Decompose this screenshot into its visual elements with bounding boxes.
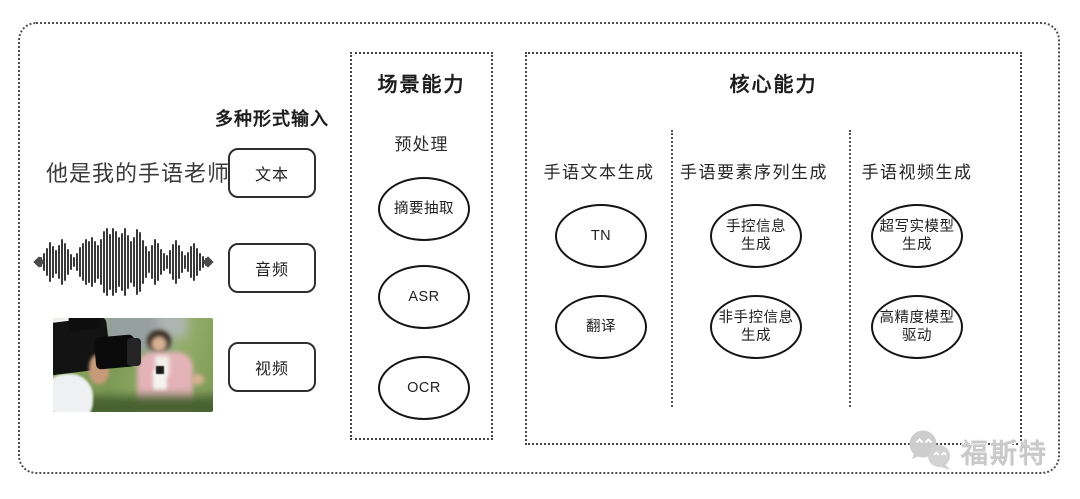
node-hyperrealistic-model-generation: 超写实模型 生成 [871,204,963,268]
wechat-logo-icon [909,430,950,470]
node-label: OCR [407,379,441,396]
input-type-audio-box: 音频 [228,243,316,293]
preprocess-label: 预处理 [394,135,449,154]
node-label-line1: 高精度模型 [879,309,955,326]
photo-reporter-hand [191,374,204,385]
node-label: TN [590,227,612,244]
audio-waveform-graphic [33,227,214,297]
node-label-line1: 超写实模型 [879,218,955,235]
scene-capability-box: 场景能力 预处理 摘要抽取 ASR OCR [350,52,493,440]
node-translation: 翻译 [555,295,647,359]
photo-mic-card [153,370,167,390]
input-type-text-box: 文本 [228,148,316,198]
node-ocr: OCR [378,356,470,420]
sample-sentence-text: 他是我的手语老师 [46,161,231,186]
photo-cameraman-shoulder [53,374,93,412]
watermark: 福斯特 [905,429,1048,473]
node-label-line1: 手控信息 [726,218,786,235]
node-tn: TN [555,204,647,268]
node-label: 摘要抽取 [394,200,454,217]
video-thumbnail-photo [53,318,213,412]
input-type-audio-label: 音频 [254,262,289,279]
column-divider [671,130,673,407]
photo-bush [53,396,213,412]
photo-camera-lens-ring [127,338,141,366]
photo-mic [156,366,164,374]
input-type-text-label: 文本 [254,167,289,184]
node-label-line1: 非手控信息 [718,309,794,326]
watermark-text: 福斯特 [961,438,1048,469]
node-asr: ASR [378,265,470,329]
node-high-precision-model-driving: 高精度模型 驱动 [871,295,963,359]
node-label: 翻译 [586,318,616,335]
column-header-video-generation: 手语视频生成 [861,163,973,182]
scene-box-title: 场景能力 [377,74,466,96]
node-label-line2: 生成 [741,237,771,253]
node-label-line2: 生成 [741,328,771,344]
input-forms-label: 多种形式输入 [215,109,329,129]
input-type-video-box: 视频 [228,342,316,392]
outer-dotted-frame [18,22,1060,474]
photo-reporter-face [151,336,167,352]
node-manual-info-generation: 手控信息 生成 [710,204,802,268]
core-box-title: 核心能力 [729,74,818,96]
node-label-line2: 生成 [902,237,932,253]
column-header-element-sequence-generation: 手语要素序列生成 [680,163,828,182]
node-label-line2: 驱动 [902,328,932,344]
core-capability-box: 核心能力 手语文本生成 手语要素序列生成 手语视频生成 TN 翻译 手控信息 生… [525,52,1022,445]
node-summary-extraction: 摘要抽取 [378,177,470,241]
column-header-text-generation: 手语文本生成 [543,163,655,182]
node-label: ASR [408,288,440,305]
input-type-video-label: 视频 [254,361,289,378]
node-non-manual-info-generation: 非手控信息 生成 [710,295,802,359]
column-divider [849,130,851,407]
